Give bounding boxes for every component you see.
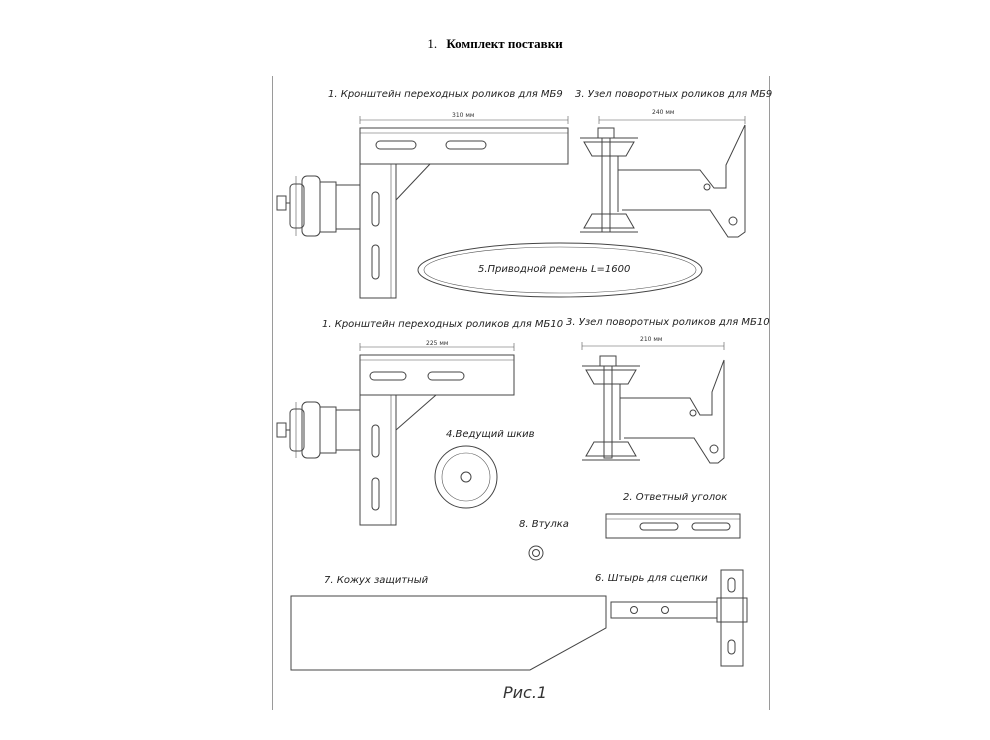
counter-angle-drawing bbox=[605, 513, 741, 539]
dim-bracket-mb10: 225 мм bbox=[426, 340, 448, 347]
label-swivel-mb10: 3. Узел поворотных роликов для МБ10 bbox=[566, 317, 770, 328]
label-drive-pulley: 4.Ведущий шкив bbox=[446, 429, 535, 440]
swivel-mb10-drawing bbox=[581, 342, 725, 464]
bracket-mb10-drawing bbox=[276, 343, 515, 526]
drawing-sheet bbox=[272, 76, 770, 710]
bushing-drawing bbox=[528, 545, 544, 561]
label-hitch-pin: 6. Штырь для сцепки bbox=[595, 573, 708, 584]
guard-drawing bbox=[290, 595, 607, 671]
label-swivel-mb9: 3. Узел поворотных роликов для МБ9 bbox=[575, 89, 772, 100]
belt-inner-drawing bbox=[423, 246, 697, 294]
dim-swivel-mb10: 210 мм bbox=[640, 336, 662, 343]
swivel-mb9-drawing bbox=[580, 116, 746, 238]
label-bushing: 8. Втулка bbox=[519, 519, 569, 530]
bracket-mb9-drawing bbox=[276, 116, 569, 299]
label-belt: 5.Приводной ремень L=1600 bbox=[478, 264, 630, 275]
page-heading: 1. Комплект поставки bbox=[0, 36, 990, 52]
heading-title: Комплект поставки bbox=[446, 36, 563, 51]
hitch-pin-drawing bbox=[610, 569, 748, 667]
label-counter-angle: 2. Ответный уголок bbox=[623, 492, 727, 503]
drive-pulley-drawing bbox=[434, 445, 498, 509]
dim-bracket-mb9: 310 мм bbox=[452, 112, 474, 119]
label-guard: 7. Кожух защитный bbox=[324, 575, 429, 586]
figure-caption: Рис.1 bbox=[503, 683, 547, 702]
label-bracket-mb9: 1. Кронштейн переходных роликов для МБ9 bbox=[328, 89, 563, 100]
heading-number: 1. bbox=[427, 36, 438, 51]
label-bracket-mb10: 1. Кронштейн переходных роликов для МБ10 bbox=[322, 319, 563, 330]
belt-outer-drawing bbox=[417, 242, 703, 298]
dim-swivel-mb9: 240 мм bbox=[652, 109, 674, 116]
